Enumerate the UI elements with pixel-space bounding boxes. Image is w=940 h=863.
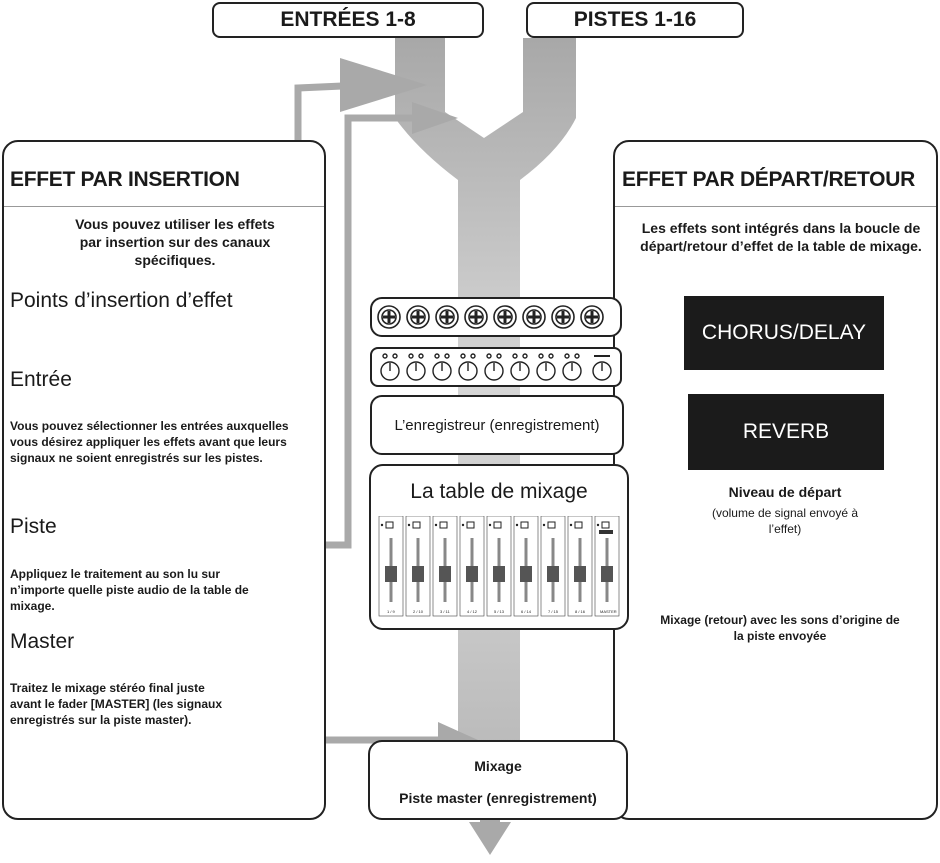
output-arrow (469, 805, 511, 855)
tracks-label-text: PISTES 1-16 (573, 8, 697, 31)
send-panel-divider (615, 206, 936, 207)
knob-icon (592, 355, 612, 381)
gain-knob-panel (370, 347, 622, 387)
master-description: Traitez le mixage stéréo final juste ava… (10, 681, 223, 727)
channel-strip (405, 516, 431, 617)
master-track-label: Piste master (enregistrement) (399, 790, 597, 806)
jack-icon (464, 305, 488, 329)
send-return-panel (613, 140, 938, 820)
mixdown-label: Mixage (474, 758, 522, 774)
channel-strip (486, 516, 512, 617)
jack-icon (377, 305, 401, 329)
channel-label: 1 / 9 (387, 609, 395, 614)
channel-labels-row: 1 / 9 2 / 10 3 / 11 4 / 12 5 / 13 6 / 14… (379, 609, 623, 617)
input-arrowhead (340, 58, 427, 112)
channel-strip (378, 516, 404, 617)
channel-strip (513, 516, 539, 617)
reverb-label: REVERB (742, 420, 830, 443)
mixer-box: La table de mixage (369, 464, 629, 630)
track-arrowhead (412, 102, 458, 134)
jack-icon (580, 305, 604, 329)
recorder-label: L’enregistreur (enregistrement) (394, 416, 600, 434)
insertion-points-heading: Points d’insertion d’effet (10, 289, 233, 312)
channel-label: 3 / 11 (440, 609, 450, 614)
channel-label: 7 / 15 (548, 609, 559, 614)
jack-icon (493, 305, 517, 329)
chorus-delay-label: CHORUS/DELAY (701, 321, 867, 344)
jack-icon (551, 305, 575, 329)
knob-icon (536, 353, 556, 381)
chorus-delay-box: CHORUS/DELAY (684, 296, 884, 370)
input-heading: Entrée (10, 368, 72, 391)
insert-panel-title: EFFET PAR INSERTION (10, 168, 240, 191)
send-intro-text: Les effets sont intégrés dans la boucle … (640, 220, 922, 254)
channel-label: 5 / 13 (494, 609, 505, 614)
mixer-label: La table de mixage (410, 480, 588, 503)
jack-icon (406, 305, 430, 329)
send-level-label: Niveau de départ (728, 484, 842, 500)
knob-icon (380, 353, 400, 381)
channel-label: MASTER (600, 609, 617, 614)
channel-strip (459, 516, 485, 617)
insert-intro-text: Vous pouvez utiliser les effets par inse… (75, 216, 275, 268)
knob-icon (562, 353, 582, 381)
tracks-label: PISTES 1-16 (526, 2, 744, 38)
knob-icon (484, 353, 504, 381)
channel-label: 8 / 16 (575, 609, 586, 614)
send-level-note: (volume de signal envoyé à l’effet) (711, 506, 859, 536)
insert-effect-panel (2, 140, 326, 820)
channel-label: 4 / 12 (467, 609, 478, 614)
gain-knobs (380, 353, 612, 381)
master-heading: Master (10, 630, 75, 653)
knob-icon (406, 353, 426, 381)
channel-strip (432, 516, 458, 617)
knob-icon (432, 353, 452, 381)
return-description: Mixage (retour) avec les sons d’origine … (660, 613, 900, 643)
channel-label: 2 / 10 (413, 609, 424, 614)
input-jack-panel (370, 297, 622, 337)
channel-strip (540, 516, 566, 617)
inputs-label-text: ENTRÉES 1-8 (280, 8, 416, 31)
master-strip (594, 516, 620, 617)
mixdown-box: Mixage Piste master (enregistrement) (368, 740, 628, 820)
track-description: Appliquez le traitement au son lu sur n’… (10, 567, 249, 613)
channel-label: 6 / 14 (521, 609, 532, 614)
input-description: Vous pouvez sélectionner les entrées aux… (10, 419, 289, 465)
jack-icon (435, 305, 459, 329)
reverb-box: REVERB (688, 394, 884, 470)
insert-panel-divider (4, 206, 324, 207)
track-heading: Piste (10, 515, 57, 538)
inputs-label: ENTRÉES 1-8 (212, 2, 484, 38)
jack-icon (522, 305, 546, 329)
send-panel-title: EFFET PAR DÉPART/RETOUR (622, 168, 915, 191)
input-jacks (377, 305, 604, 329)
knob-icon (510, 353, 530, 381)
knob-icon (458, 353, 478, 381)
mixer-channel-strips (378, 516, 620, 617)
channel-strip (567, 516, 593, 617)
recorder-box: L’enregistreur (enregistrement) (370, 395, 624, 455)
